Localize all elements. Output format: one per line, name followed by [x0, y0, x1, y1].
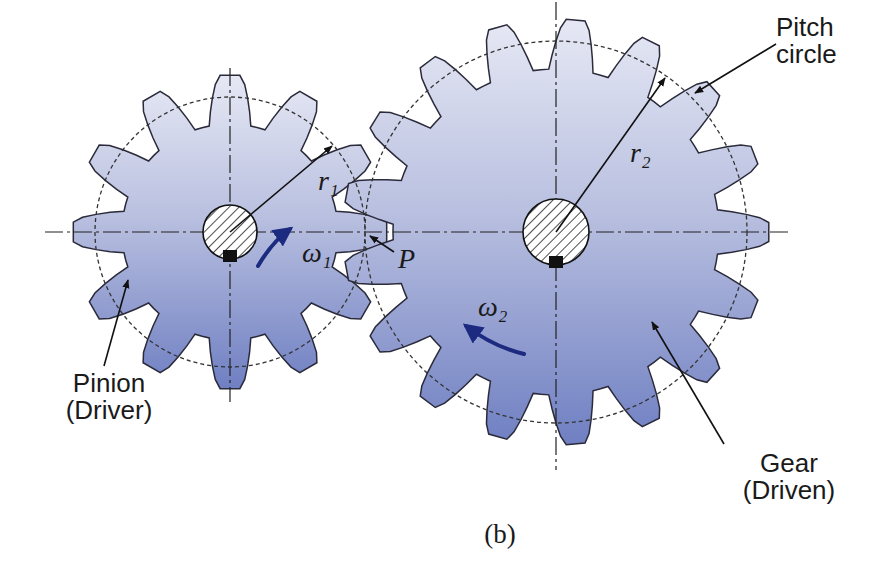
radius-symbol: r₁: [318, 166, 339, 195]
radius-arrow: [556, 78, 665, 232]
rotation-arrow: [258, 229, 290, 266]
key-square: [549, 256, 563, 268]
part-label: Pitch circle: [776, 14, 866, 69]
part-label: Gear (Driven): [716, 450, 862, 505]
rotation-arrow: [466, 326, 524, 354]
part-label: Pinion (Driver): [44, 370, 174, 425]
leader-line: [370, 236, 394, 252]
leader-line: [695, 44, 776, 93]
pitch-circle: [365, 41, 747, 423]
pitch-circles: [95, 41, 747, 423]
speed-symbol: ω₂: [478, 292, 508, 321]
leader-line: [652, 322, 724, 444]
key-square: [223, 250, 237, 262]
rotation-arrows: [258, 229, 524, 354]
center-line: [45, 231, 792, 232]
leaders: [104, 44, 776, 444]
radius-symbol: r₂: [630, 138, 651, 167]
center-lines: [45, 2, 792, 470]
point-label: P: [398, 244, 415, 273]
radius-arrow: [230, 146, 332, 232]
speed-symbol: ω₁: [302, 238, 332, 267]
pitch-circle: [95, 97, 365, 367]
leader-line: [104, 280, 128, 366]
figure-tag: (b): [455, 520, 545, 548]
shafts: [203, 199, 589, 268]
